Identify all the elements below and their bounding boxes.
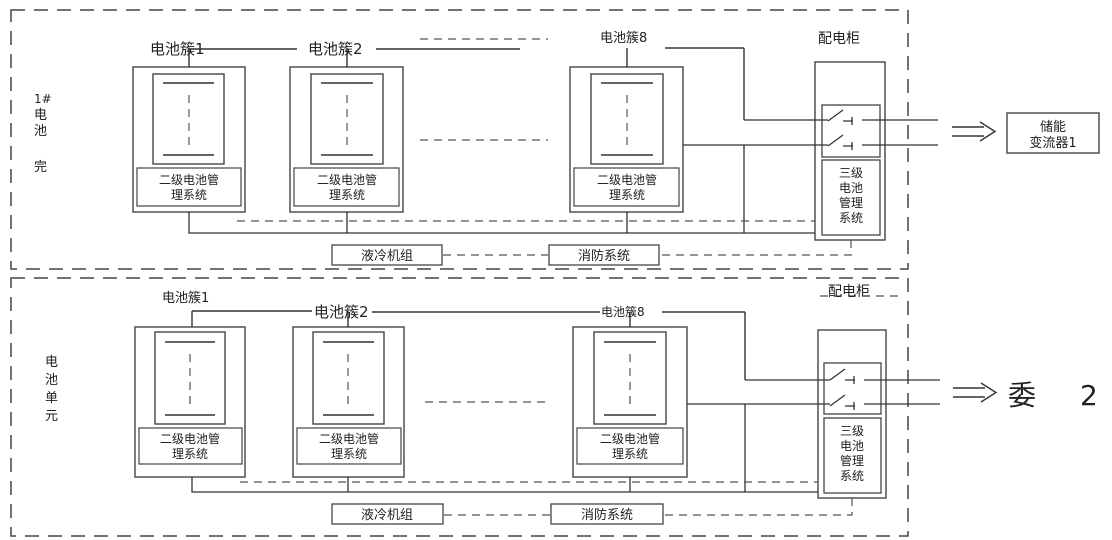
battery-unit-2: 电 池 单 元 电池簇1 电池簇2 电池簇8 二级电池管 理系统 bbox=[10, 277, 1098, 537]
unit-2-side-label-3: 元 bbox=[45, 409, 58, 424]
unit-2-side-label-0: 电 bbox=[45, 355, 58, 370]
distribution-cabinet-2: 配电柜 三级 电池 管理 系统 bbox=[817, 284, 887, 499]
cabinet-1-tbms-2: 管理 bbox=[839, 195, 863, 210]
cluster-1-bms-line2-unit2: 理系统 bbox=[172, 447, 208, 461]
cluster-1-label: 电池簇1 bbox=[150, 40, 205, 58]
fire-system-2-box bbox=[550, 503, 664, 525]
unit-2-boundary bbox=[10, 277, 909, 537]
cabinet-1-tbms-3: 系统 bbox=[839, 211, 863, 225]
cluster-2-bms-line2: 理系统 bbox=[329, 188, 365, 202]
fire-system-1: 消防系统 bbox=[578, 248, 630, 264]
battery-cluster-1-unit2: 二级电池管 理系统 bbox=[134, 311, 246, 478]
cooling-unit-2: 液冷机组 bbox=[361, 508, 413, 523]
battery-cluster-8-unit2: 二级电池管 理系统 bbox=[572, 312, 688, 478]
cluster-8-label: 电池簇8 bbox=[600, 31, 647, 46]
cluster-2-bms-line1-unit2: 二级电池管 bbox=[319, 431, 379, 446]
converter-1-line2: 变流器1 bbox=[1029, 135, 1076, 151]
converter-1-box bbox=[1006, 112, 1100, 154]
unit-2-side-label-2: 单 bbox=[45, 391, 58, 406]
unit-2-side-label-1: 池 bbox=[45, 373, 58, 388]
battery-unit-1: 1# 电 池 完 电池簇1 电池簇2 电池簇8 二级电池管 理系统 bbox=[10, 9, 1100, 270]
cluster-1-bms-line2: 理系统 bbox=[171, 188, 207, 202]
cabinet-2-title: 配电柜 bbox=[828, 284, 870, 300]
cabinet-1-switches-icon bbox=[827, 109, 853, 150]
battery-cluster-8: 二级电池管 理系统 bbox=[569, 48, 684, 213]
converter-2-label-b: 2 bbox=[1080, 379, 1098, 412]
fire-system-2: 消防系统 bbox=[581, 507, 633, 523]
cabinet-2-switches-icon bbox=[829, 368, 855, 410]
output-arrow-1-icon bbox=[952, 121, 997, 142]
cabinet-2-tbms-0: 三级 bbox=[840, 424, 864, 438]
unit-1-side-label-4: 完 bbox=[34, 160, 47, 175]
cluster-8-bms-line1: 二级电池管 bbox=[597, 172, 657, 187]
unit-1-boundary bbox=[10, 9, 909, 270]
cooling-unit-1: 液冷机组 bbox=[361, 249, 413, 264]
unit-1-side-label-2: 池 bbox=[34, 124, 47, 139]
unit-1-side-label-1: 电 bbox=[34, 108, 47, 123]
output-arrow-2-icon bbox=[953, 382, 998, 403]
converter-2-label-a: 委 bbox=[1008, 379, 1036, 412]
cluster-8-bms-line2: 理系统 bbox=[609, 188, 645, 202]
battery-cluster-2: 二级电池管 理系统 bbox=[289, 49, 404, 213]
cabinet-1-title: 配电柜 bbox=[818, 31, 860, 47]
cabinet-2-tbms-2: 管理 bbox=[840, 453, 864, 468]
cluster-1-label-2: 电池簇1 bbox=[162, 291, 209, 306]
battery-cluster-2-unit2: 二级电池管 理系统 bbox=[292, 311, 405, 478]
battery-cluster-1: 二级电池管 理系统 bbox=[132, 49, 246, 213]
converter-1-line1: 储能 bbox=[1040, 120, 1066, 135]
cluster-2-label: 电池簇2 bbox=[308, 40, 363, 58]
cluster-2-bms-line2-unit2: 理系统 bbox=[331, 447, 367, 461]
cluster-8-bms-line2-unit2: 理系统 bbox=[612, 447, 648, 461]
cluster-2-label-2: 电池簇2 bbox=[314, 303, 369, 321]
cluster-2-bms-line1: 二级电池管 bbox=[317, 172, 377, 187]
fire-system-1-box bbox=[548, 244, 660, 266]
cluster-8-label-2: 电池簇8 bbox=[601, 304, 645, 319]
cabinet-1-tbms-0: 三级 bbox=[839, 166, 863, 180]
cabinet-2-tbms-1: 电池 bbox=[840, 439, 864, 453]
cluster-8-bms-line1-unit2: 二级电池管 bbox=[600, 431, 660, 446]
cooling-unit-1-box bbox=[331, 244, 443, 266]
cooling-unit-2-box bbox=[331, 503, 444, 525]
distribution-cabinet-1: 配电柜 三级 电池 管理 系统 bbox=[814, 31, 886, 241]
cabinet-1-tbms-1: 电池 bbox=[839, 181, 863, 195]
unit-1-side-label-0: 1# bbox=[34, 92, 52, 106]
cluster-1-bms-line1-unit2: 二级电池管 bbox=[160, 431, 220, 446]
cabinet-2-tbms-3: 系统 bbox=[840, 469, 864, 483]
cluster-1-bms-line1: 二级电池管 bbox=[159, 172, 219, 187]
